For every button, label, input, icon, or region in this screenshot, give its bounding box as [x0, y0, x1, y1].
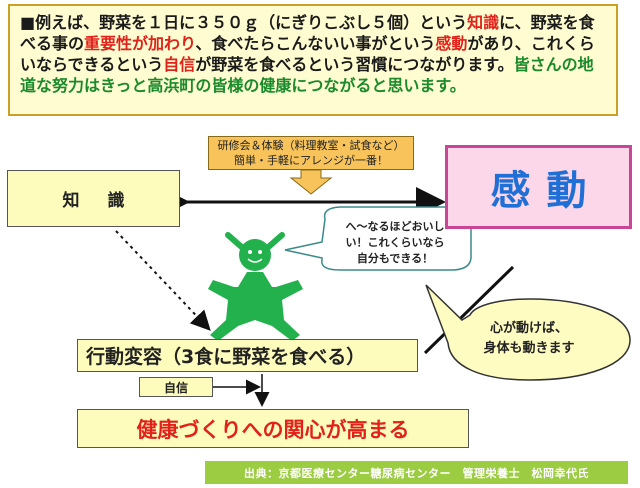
- behavior-change-box: 行動変容（3食に野菜を食べる）: [77, 339, 418, 372]
- note-text-3: 、食べたらこんないい事がという: [195, 34, 436, 53]
- confidence-box: 自信: [139, 377, 213, 397]
- speech-bubble-2-text: 心が動けば、 身体も動きます: [454, 319, 604, 359]
- speech2-line-1: 心が動けば、: [489, 321, 568, 336]
- speech1-line-1: へ～なるほどおいし: [345, 220, 445, 233]
- speech1-line-3: 自分もできる！: [356, 252, 434, 265]
- note-text-5: が野菜を食べるという習慣につながります。: [195, 55, 514, 74]
- health-interest-box: 健康づくりへの関心が高まる: [77, 409, 469, 448]
- training-callout: 研修会＆体験（料理教室・試食など） 簡単・手軽にアレンジが一番！: [208, 136, 414, 170]
- diagonal-line: [423, 265, 515, 355]
- callout-down-arrow: [289, 169, 333, 195]
- speech-bubble-1: [284, 206, 472, 271]
- knowledge-box: 知識: [7, 170, 180, 227]
- note-text-4: があり、これくらいならできるという: [20, 34, 595, 74]
- note-text-2: に、野菜を食べる事の: [20, 13, 595, 53]
- green-person-icon: [208, 228, 303, 341]
- source-credit: 出典：京都医療センター糖尿病センター 管理栄養士 松岡幸代氏: [205, 461, 628, 484]
- knowledge-label: 知識: [62, 191, 153, 211]
- callout-line-2: 簡単・手軽にアレンジが一番！: [234, 154, 388, 167]
- emotion-label: 感動: [490, 168, 603, 214]
- source-credit-label: 出典：京都医療センター糖尿病センター 管理栄養士 松岡幸代氏: [244, 466, 589, 480]
- emotion-box: 感動: [445, 145, 632, 229]
- callout-line-1: 研修会＆体験（料理教室・試食など）: [217, 139, 405, 152]
- confidence-label: 自信: [163, 380, 188, 395]
- note-text-1: ■例えば、野菜を１日に３５０ｇ（にぎりこぶし５個）という: [20, 13, 468, 32]
- note-keyword-knowledge: 知識: [467, 13, 500, 32]
- speech-bubble-2: [425, 284, 631, 381]
- speech2-line-2: 身体も動きます: [483, 341, 575, 356]
- speech-bubble-1-text: へ～なるほどおいし い！これくらいなら 自分もできる！: [322, 219, 468, 267]
- intro-note: ■例えば、野菜を１日に３５０ｇ（にぎりこぶし５個）という知識に、野菜を食べる事の…: [8, 4, 618, 116]
- note-keyword-importance: 重要性が加わり: [84, 34, 196, 53]
- note-keyword-emotion: 感動: [435, 34, 468, 53]
- behavior-change-label: 行動変容（3食に野菜を食べる）: [86, 346, 366, 368]
- note-keyword-confidence: 自信: [163, 55, 196, 74]
- speech1-line-2: い！これくらいなら: [345, 236, 445, 249]
- dotted-arrow: [115, 230, 211, 331]
- health-interest-label: 健康づくりへの関心が高まる: [136, 417, 410, 442]
- note-conclusion: 皆さんの地道な努力はきっと高浜町の皆様の健康につながると思います。: [20, 55, 594, 95]
